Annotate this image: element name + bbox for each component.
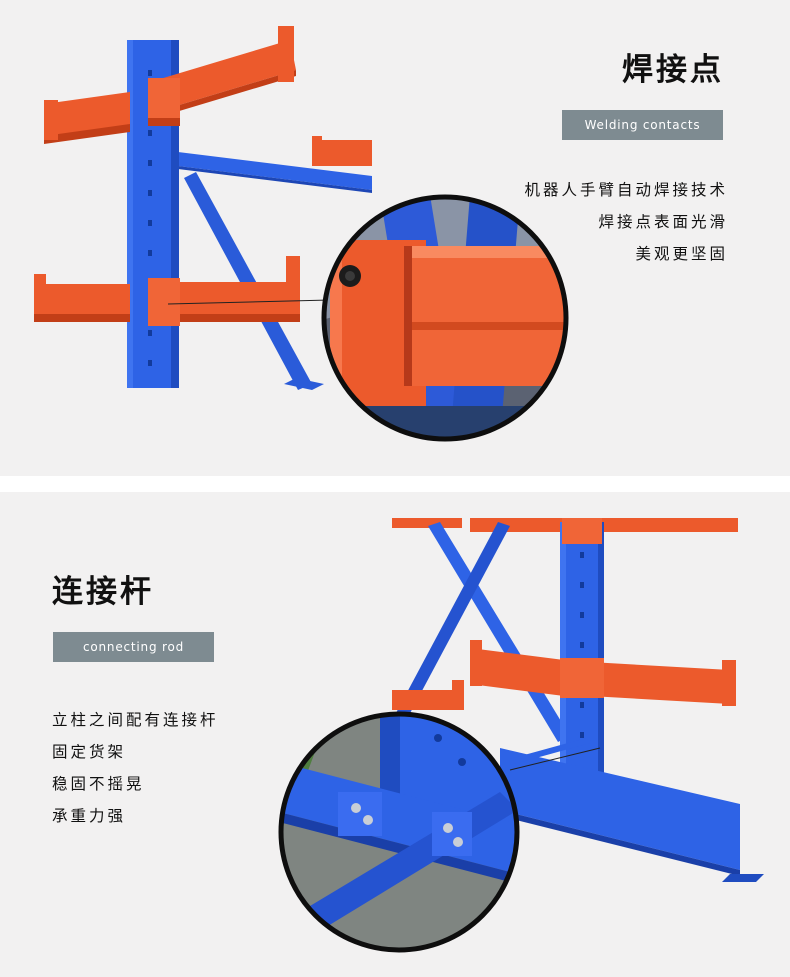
connecting-rod-line-1: 立柱之间配有连接杆 [52, 711, 219, 729]
connecting-rod-line-3: 稳固不摇晃 [52, 775, 145, 793]
connecting-rod-tag: connecting rod [53, 632, 214, 662]
connecting-rod-section: 连接杆 connecting rod 立柱之间配有连接杆 固定货架 稳固不摇晃 … [0, 492, 790, 977]
connecting-rod-line-4: 承重力强 [52, 807, 127, 825]
welding-line-1: 机器人手臂自动焊接技术 [524, 181, 728, 199]
welded-rack-photo [34, 26, 569, 442]
welding-line-3: 美观更坚固 [635, 245, 728, 263]
connecting-rod-title: 连接杆 [52, 574, 154, 610]
welding-tag: Welding contacts [562, 110, 723, 140]
welding-line-2: 焊接点表面光滑 [598, 213, 728, 231]
connecting-rod-photo [278, 518, 764, 953]
welding-title: 焊接点 [622, 52, 724, 88]
connecting-rod-line-2: 固定货架 [52, 743, 127, 761]
welding-section: 焊接点 Welding contacts 机器人手臂自动焊接技术 焊接点表面光滑… [0, 0, 790, 476]
